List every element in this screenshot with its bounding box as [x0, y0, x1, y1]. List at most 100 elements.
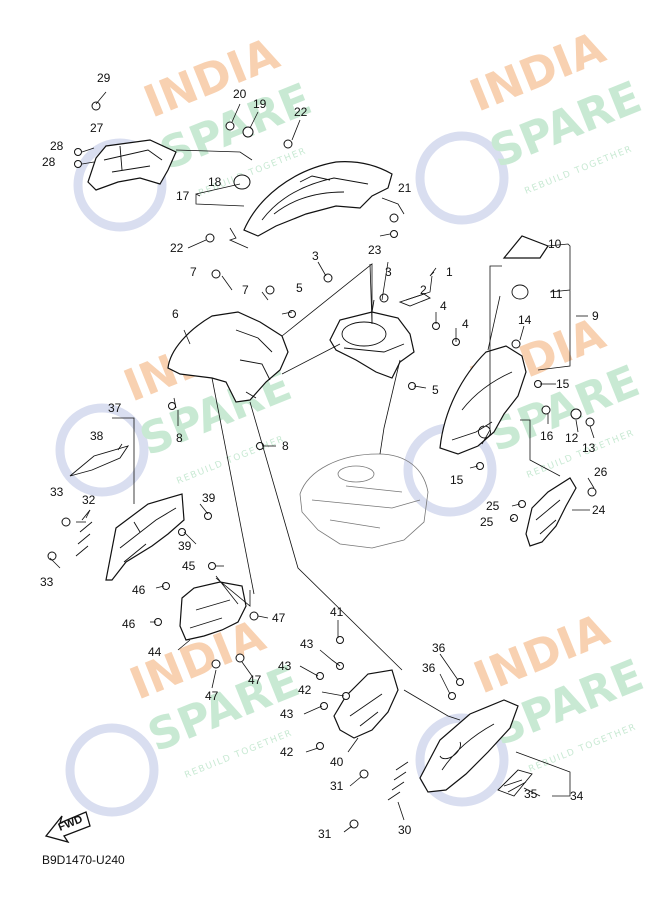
nut-16-icon	[541, 405, 551, 415]
callout-36: 36	[422, 661, 436, 675]
callout-28: 28	[50, 139, 64, 153]
callout-25: 25	[486, 499, 500, 513]
callout-31: 31	[318, 827, 332, 841]
grommet-12-icon	[570, 408, 582, 420]
watermark-bottom-left: INDIA SPARE REBUILD TOGETHER	[65, 610, 307, 817]
fuel-tank-detail	[311, 485, 421, 529]
parts-layer	[47, 91, 597, 833]
part-30-spring	[387, 761, 409, 801]
callout-37: 37	[108, 401, 122, 415]
callout-14: 14	[518, 313, 532, 327]
screw-47-icon	[235, 653, 245, 663]
part-35-mesh	[497, 769, 533, 797]
callout-4: 4	[462, 317, 469, 331]
clip-8-icon	[168, 402, 176, 410]
callout-7: 7	[190, 265, 197, 279]
callout-1: 1	[446, 265, 453, 279]
callout-46: 46	[132, 583, 146, 597]
part-6-left-cowl	[167, 311, 289, 403]
callout-13: 13	[582, 441, 596, 455]
callout-47: 47	[272, 611, 286, 625]
callout-35: 35	[524, 787, 538, 801]
callout-32: 32	[82, 493, 96, 507]
callout-16: 16	[540, 429, 554, 443]
callout-15: 15	[556, 377, 570, 391]
nut-28-icon	[74, 148, 82, 156]
callout-5: 5	[296, 281, 303, 295]
callout-3: 3	[385, 265, 392, 279]
callout-5: 5	[432, 383, 439, 397]
callout-15: 15	[450, 473, 464, 487]
callout-34: 34	[570, 789, 584, 803]
part-24-bracket	[525, 477, 577, 547]
callout-38: 38	[90, 429, 104, 443]
callout-39: 39	[202, 491, 216, 505]
callout-11: 11	[550, 287, 563, 301]
callout-9: 9	[592, 309, 599, 323]
callout-29: 29	[97, 71, 111, 85]
fastener-group	[47, 101, 597, 829]
nut-28-icon	[74, 160, 82, 168]
part-10-emblem	[502, 235, 549, 259]
part-24-detail	[535, 499, 561, 535]
diagram-code: B9D1470-U240	[42, 853, 125, 867]
ring-18-icon	[233, 174, 251, 190]
part-1-opening	[341, 321, 387, 347]
callout-47: 47	[248, 673, 262, 687]
watermark-top-right: INDIA SPARE REBUILD TOGETHER	[415, 22, 649, 225]
bolt-13-icon	[585, 417, 595, 427]
part-17-detail	[261, 175, 369, 221]
watermark-logo-icon	[415, 131, 509, 225]
part-9-detail	[451, 371, 513, 441]
callout-3: 3	[312, 249, 319, 263]
bolt-33-icon	[47, 551, 57, 561]
bolt-36-icon	[456, 678, 464, 686]
callout-2: 2	[420, 283, 427, 297]
bolt-29-icon	[91, 101, 101, 111]
callout-20: 20	[233, 87, 247, 101]
callout-46: 46	[122, 617, 136, 631]
bolt-33-icon	[61, 517, 71, 527]
callout-43: 43	[300, 637, 314, 651]
watermark-mid-right: INDIA SPARE REBUILD TOGETHER	[403, 308, 647, 517]
bolt-20-icon	[225, 121, 235, 131]
callout-33: 33	[40, 575, 54, 589]
clip-41-icon	[336, 636, 344, 644]
callout-28: 28	[42, 155, 56, 169]
clip-45-icon	[208, 562, 216, 570]
part-27-detail	[103, 145, 163, 173]
clip-5-icon	[288, 310, 296, 318]
part-40-detail	[349, 693, 383, 727]
part-9-right-cowl	[439, 345, 527, 455]
callout-43: 43	[280, 707, 294, 721]
fuel-tank-cap	[337, 465, 375, 483]
callout-33: 33	[50, 485, 64, 499]
clip-8-icon	[256, 442, 264, 450]
callout-40: 40	[330, 755, 344, 769]
callout-layer: 29 20 19 22 27 28 28 18 17 21 22 23 3 3 …	[40, 71, 608, 841]
screw-47-icon	[249, 611, 259, 621]
part-44-detail	[189, 599, 231, 629]
callout-36: 36	[432, 641, 446, 655]
callout-25: 25	[480, 515, 494, 529]
nut-43-icon	[320, 702, 328, 710]
callout-44: 44	[148, 645, 162, 659]
screw-47-icon	[211, 659, 221, 669]
callout-12: 12	[565, 431, 579, 445]
callout-27: 27	[90, 121, 104, 135]
screw-39-icon	[204, 512, 212, 520]
watermark-logo-icon	[55, 403, 149, 497]
screw-39-icon	[178, 528, 186, 536]
watermark-logo-icon	[415, 713, 509, 807]
part-37-detail	[119, 507, 177, 563]
callout-22: 22	[170, 241, 184, 255]
leader-lines	[49, 91, 595, 833]
bolt-26-icon	[587, 487, 597, 497]
fuel-tank-outline	[299, 453, 429, 549]
callout-6: 6	[172, 307, 179, 321]
callout-45: 45	[182, 559, 196, 573]
part-32-spring	[75, 509, 93, 557]
bolt-22-icon	[283, 139, 293, 149]
callout-19: 19	[253, 97, 267, 111]
